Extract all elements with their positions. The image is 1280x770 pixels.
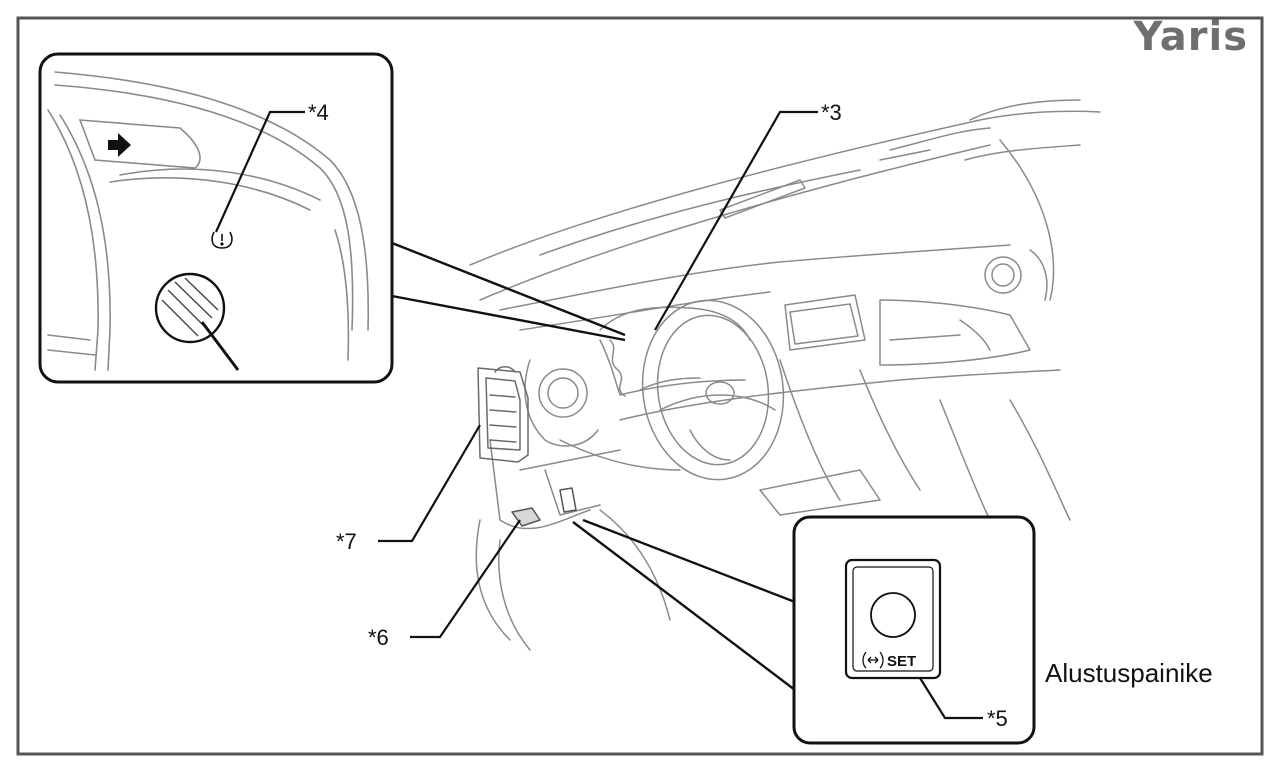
callout-7: *7 xyxy=(336,529,357,554)
cluster-knob xyxy=(154,272,240,371)
inset-cluster xyxy=(38,52,394,384)
tire-symbol-icon xyxy=(862,651,884,669)
tire-pressure-warning-icon xyxy=(211,231,233,249)
callout-6: *6 xyxy=(368,625,389,650)
callout-3: *3 xyxy=(821,100,842,125)
dashboard-illustration xyxy=(469,99,1101,651)
set-button-label: SET xyxy=(887,653,916,670)
zoom-lines xyxy=(391,241,796,691)
turn-arrow-icon xyxy=(108,133,131,157)
inset-set-button xyxy=(792,515,1036,745)
outer-frame xyxy=(16,16,1264,756)
callout-5: *5 xyxy=(987,706,1008,731)
initialization-button-caption: Alustuspainike xyxy=(1045,658,1213,688)
leader-lines xyxy=(214,110,983,720)
brand-logo: Yaris xyxy=(1133,14,1248,60)
set-button-circle xyxy=(870,592,916,638)
callout-4: *4 xyxy=(308,100,329,125)
